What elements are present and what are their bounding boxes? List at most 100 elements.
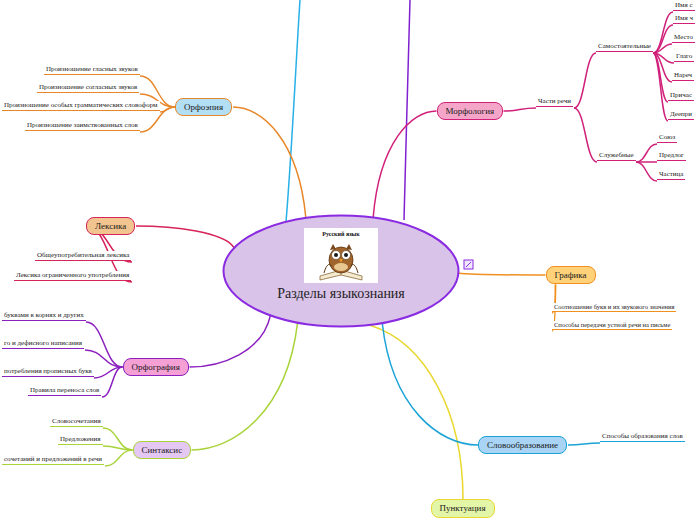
subtopic: Причас bbox=[668, 91, 694, 101]
branch-connector bbox=[103, 428, 133, 450]
central-title: Разделы языкознания bbox=[277, 286, 405, 301]
subtopic-label: сочетаний и предложений в речи bbox=[4, 455, 102, 463]
subtopic-label: Общеупотребительная лексика bbox=[37, 251, 129, 259]
topic-label: Морфология bbox=[446, 106, 495, 116]
subtopic-label: Предлог bbox=[659, 151, 684, 159]
topic-box: Орфография bbox=[123, 358, 189, 377]
subtopic-label: Нареч bbox=[674, 71, 692, 79]
topic-label: Графика bbox=[555, 270, 587, 280]
subtopic: Служебные bbox=[597, 151, 636, 161]
subtopic-label: Самостоятельные bbox=[598, 42, 651, 50]
subtopic-label: Лексика ограниченного употребления bbox=[16, 271, 129, 279]
topic-box: Пунктуация bbox=[431, 499, 495, 518]
subtopic: Частица bbox=[657, 170, 685, 180]
branch-connector bbox=[574, 108, 597, 162]
subtopic: Деепри bbox=[668, 110, 694, 120]
branch-connector bbox=[102, 367, 123, 397]
subtopic: Части речи bbox=[536, 97, 573, 107]
branch-connector bbox=[653, 53, 668, 121]
subtopic: Предлог bbox=[657, 151, 686, 161]
branch-connector bbox=[192, 323, 298, 450]
title-wrap: Разделы языкознания bbox=[222, 286, 460, 302]
subtopic-label: Место bbox=[674, 33, 693, 41]
subtopic: Предложения bbox=[58, 435, 103, 445]
subtopic: Правила переноса слов bbox=[28, 386, 101, 396]
subtopic: Союз bbox=[657, 133, 677, 143]
branch-connector bbox=[636, 162, 657, 181]
subtopic: Самостоятельные bbox=[596, 42, 653, 52]
branch-connector bbox=[459, 273, 546, 275]
topic-box: Лексика bbox=[86, 217, 135, 236]
note-icon bbox=[464, 260, 473, 269]
branch-connector bbox=[653, 53, 668, 102]
branch-connector bbox=[103, 446, 133, 450]
subtopic: Способы передачи устной речи на письме bbox=[552, 321, 672, 330]
branch-connector bbox=[373, 111, 436, 217]
subtopic-label: Частица bbox=[659, 170, 683, 178]
subtopic: Место bbox=[672, 33, 695, 43]
subtopic-label: Соотношение букв и их звукового значения bbox=[554, 303, 674, 310]
image-card: Русский язык bbox=[304, 228, 378, 283]
topic-label: Орфоэпия bbox=[184, 102, 223, 112]
subtopic: го и дефисного написания bbox=[2, 339, 84, 349]
subtopic-label: Произношение особых грамматических слово… bbox=[4, 101, 158, 109]
offscreen-branch bbox=[404, 0, 410, 220]
topic-box: Словообразование bbox=[478, 436, 567, 455]
branch-connector bbox=[86, 322, 123, 367]
subtopic: Произношение согласных звуков bbox=[37, 83, 139, 93]
subtopic: Имя с bbox=[673, 1, 695, 11]
image-caption: Русский язык bbox=[304, 228, 378, 237]
subtopic: Произношение гласных звуков bbox=[44, 65, 140, 75]
subtopic-label: Способы передачи устной речи на письме bbox=[554, 321, 670, 328]
subtopic: Имя ч bbox=[673, 14, 695, 24]
subtopic-label: Произношение гласных звуков bbox=[46, 65, 138, 73]
branch-connector bbox=[105, 450, 133, 466]
branch-connector bbox=[653, 25, 673, 53]
subtopic-label: Произношение согласных звуков bbox=[39, 83, 137, 91]
subtopic: Глаго bbox=[674, 52, 694, 62]
subtopic-label: потребления прописных букв bbox=[4, 367, 92, 375]
subtopic-label: Части речи bbox=[538, 97, 571, 105]
subtopic: Произношение заимствованных слов bbox=[25, 121, 140, 131]
subtopic: Соотношение букв и их звукового значения bbox=[552, 303, 676, 312]
branch-connector bbox=[568, 443, 600, 445]
branch-connector bbox=[653, 44, 672, 53]
topic-box: Графика bbox=[546, 266, 596, 285]
subtopic-label: Произношение заимствованных слов bbox=[27, 121, 138, 129]
subtopic-label: Причас bbox=[670, 91, 692, 99]
topic-label: Лексика bbox=[95, 221, 126, 231]
subtopic-label: буквами в корнях и других bbox=[4, 311, 84, 319]
branch-connector bbox=[190, 316, 271, 367]
subtopic-label: го и дефисного написания bbox=[4, 339, 82, 347]
branch-connector bbox=[85, 350, 123, 367]
subtopic-label: Словосочетания bbox=[52, 417, 101, 425]
subtopic-label: Способы образования слов bbox=[602, 432, 683, 440]
subtopic: потребления прописных букв bbox=[2, 367, 94, 377]
topic-label: Синтаксис bbox=[142, 445, 183, 455]
subtopic: Общеупотребительная лексика bbox=[35, 251, 131, 261]
subtopic-label: Служебные bbox=[599, 151, 634, 159]
subtopic-label: Правила переноса слов bbox=[30, 386, 99, 394]
subtopic-label: Союз bbox=[659, 133, 675, 141]
topic-label: Пунктуация bbox=[440, 503, 486, 513]
subtopic: Лексика ограниченного употребления bbox=[14, 271, 131, 281]
subtopic: Произношение особых грамматических слово… bbox=[2, 101, 160, 111]
branch-connector bbox=[504, 108, 537, 111]
topic-box: Синтаксис bbox=[133, 441, 192, 460]
subtopic: Нареч bbox=[672, 71, 694, 81]
topic-box: Орфоэпия bbox=[175, 98, 232, 117]
subtopic-label: Имя с bbox=[675, 1, 693, 9]
central-ellipse: Русский языкРазделы языкознания bbox=[222, 214, 460, 328]
branch-connector bbox=[136, 226, 234, 248]
topic-box: Морфология bbox=[437, 102, 504, 121]
topic-label: Орфография bbox=[132, 362, 180, 372]
subtopic-label: Предложения bbox=[60, 435, 101, 443]
branch-connector bbox=[653, 12, 673, 53]
subtopic-label: Имя ч bbox=[675, 14, 693, 22]
subtopic: сочетаний и предложений в речи bbox=[2, 455, 104, 465]
subtopic: буквами в корнях и других bbox=[2, 311, 86, 321]
branch-connector bbox=[382, 324, 478, 446]
subtopic: Словосочетания bbox=[50, 417, 103, 427]
subtopic-label: Глаго bbox=[676, 52, 692, 60]
